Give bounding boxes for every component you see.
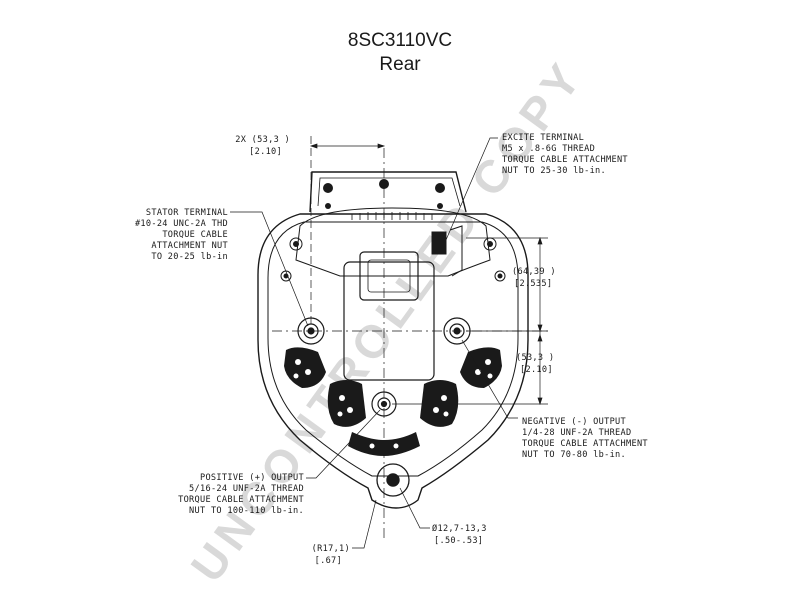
- drawing-title: 8SC3110VC: [348, 30, 452, 51]
- callout-line: (R17,1): [312, 544, 350, 554]
- callout-line: 5/16-24 UNF-2A THREAD: [189, 484, 304, 494]
- callout-dim-53-right: (53,3 ) [2.10]: [516, 353, 554, 375]
- dimension-lines: [230, 136, 548, 549]
- callout-line: (64,39 ): [512, 267, 556, 277]
- callout-line: NEGATIVE (-) OUTPUT: [522, 417, 626, 427]
- callout-line: NUT TO 100-110 lb-in.: [189, 506, 304, 516]
- callout-line: Ø12,7-13,3: [432, 523, 487, 534]
- callout-line: 1/4-28 UNF-2A THREAD: [522, 428, 631, 438]
- callout-excite-terminal: EXCITE TERMINAL M5 x .8-6G THREAD TORQUE…: [502, 133, 628, 176]
- callout-line: (53,3 ): [516, 353, 554, 363]
- callout-dim-2x: 2X (53,3 ) [2.10]: [235, 135, 290, 157]
- perimeter-screws: [280, 237, 506, 282]
- vent-slot-highlights: [293, 359, 493, 449]
- callout-line: TORQUE CABLE: [162, 230, 228, 240]
- bolt-hole: [323, 183, 333, 193]
- callout-line: M5 x .8-6G THREAD: [502, 144, 595, 154]
- callout-line: NUT TO 25-30 lb-in.: [502, 166, 606, 176]
- bolt-hole: [435, 183, 445, 193]
- callout-line: 2X (53,3 ): [235, 135, 290, 145]
- callout-line: ATTACHMENT NUT: [151, 241, 228, 251]
- callout-diameter-hole: Ø12,7-13,3 [.50-.53]: [432, 523, 487, 546]
- callout-line: TORQUE CABLE ATTACHMENT: [178, 495, 304, 505]
- callout-line: STATOR TERMINAL: [146, 208, 228, 218]
- callout-radius: (R17,1) [.67]: [312, 544, 350, 566]
- drawing-subtitle: Rear: [379, 54, 421, 75]
- callout-line: [2.535]: [514, 279, 552, 289]
- callout-line: EXCITE TERMINAL: [502, 133, 584, 143]
- callout-line: #10-24 UNC-2A THD: [135, 219, 228, 229]
- callout-line: [.67]: [315, 556, 342, 566]
- bolt-hole: [437, 203, 443, 209]
- callout-line: TORQUE CABLE ATTACHMENT: [522, 439, 648, 449]
- callout-stator-terminal: STATOR TERMINAL #10-24 UNC-2A THD TORQUE…: [135, 208, 228, 262]
- vent-openings: [284, 347, 502, 456]
- callout-dim-64: (64,39 ) [2.535]: [512, 267, 556, 289]
- callout-negative-output: NEGATIVE (-) OUTPUT 1/4-28 UNF-2A THREAD…: [522, 417, 648, 460]
- callout-line: [.50-.53]: [434, 536, 483, 546]
- callout-line: POSITIVE (+) OUTPUT: [200, 473, 304, 483]
- callout-line: [2.10]: [249, 147, 282, 157]
- bolt-hole: [325, 203, 331, 209]
- excite-terminal: [431, 225, 463, 277]
- callout-line: TO 20-25 lb-in: [151, 252, 228, 262]
- callout-line: [2.10]: [520, 365, 553, 375]
- centerlines: [272, 148, 550, 540]
- callout-line: TORQUE CABLE ATTACHMENT: [502, 155, 628, 165]
- callout-positive-output: POSITIVE (+) OUTPUT 5/16-24 UNF-2A THREA…: [178, 473, 304, 516]
- callout-line: NUT TO 70-80 lb-in.: [522, 450, 626, 460]
- alternator-outline: [257, 171, 529, 509]
